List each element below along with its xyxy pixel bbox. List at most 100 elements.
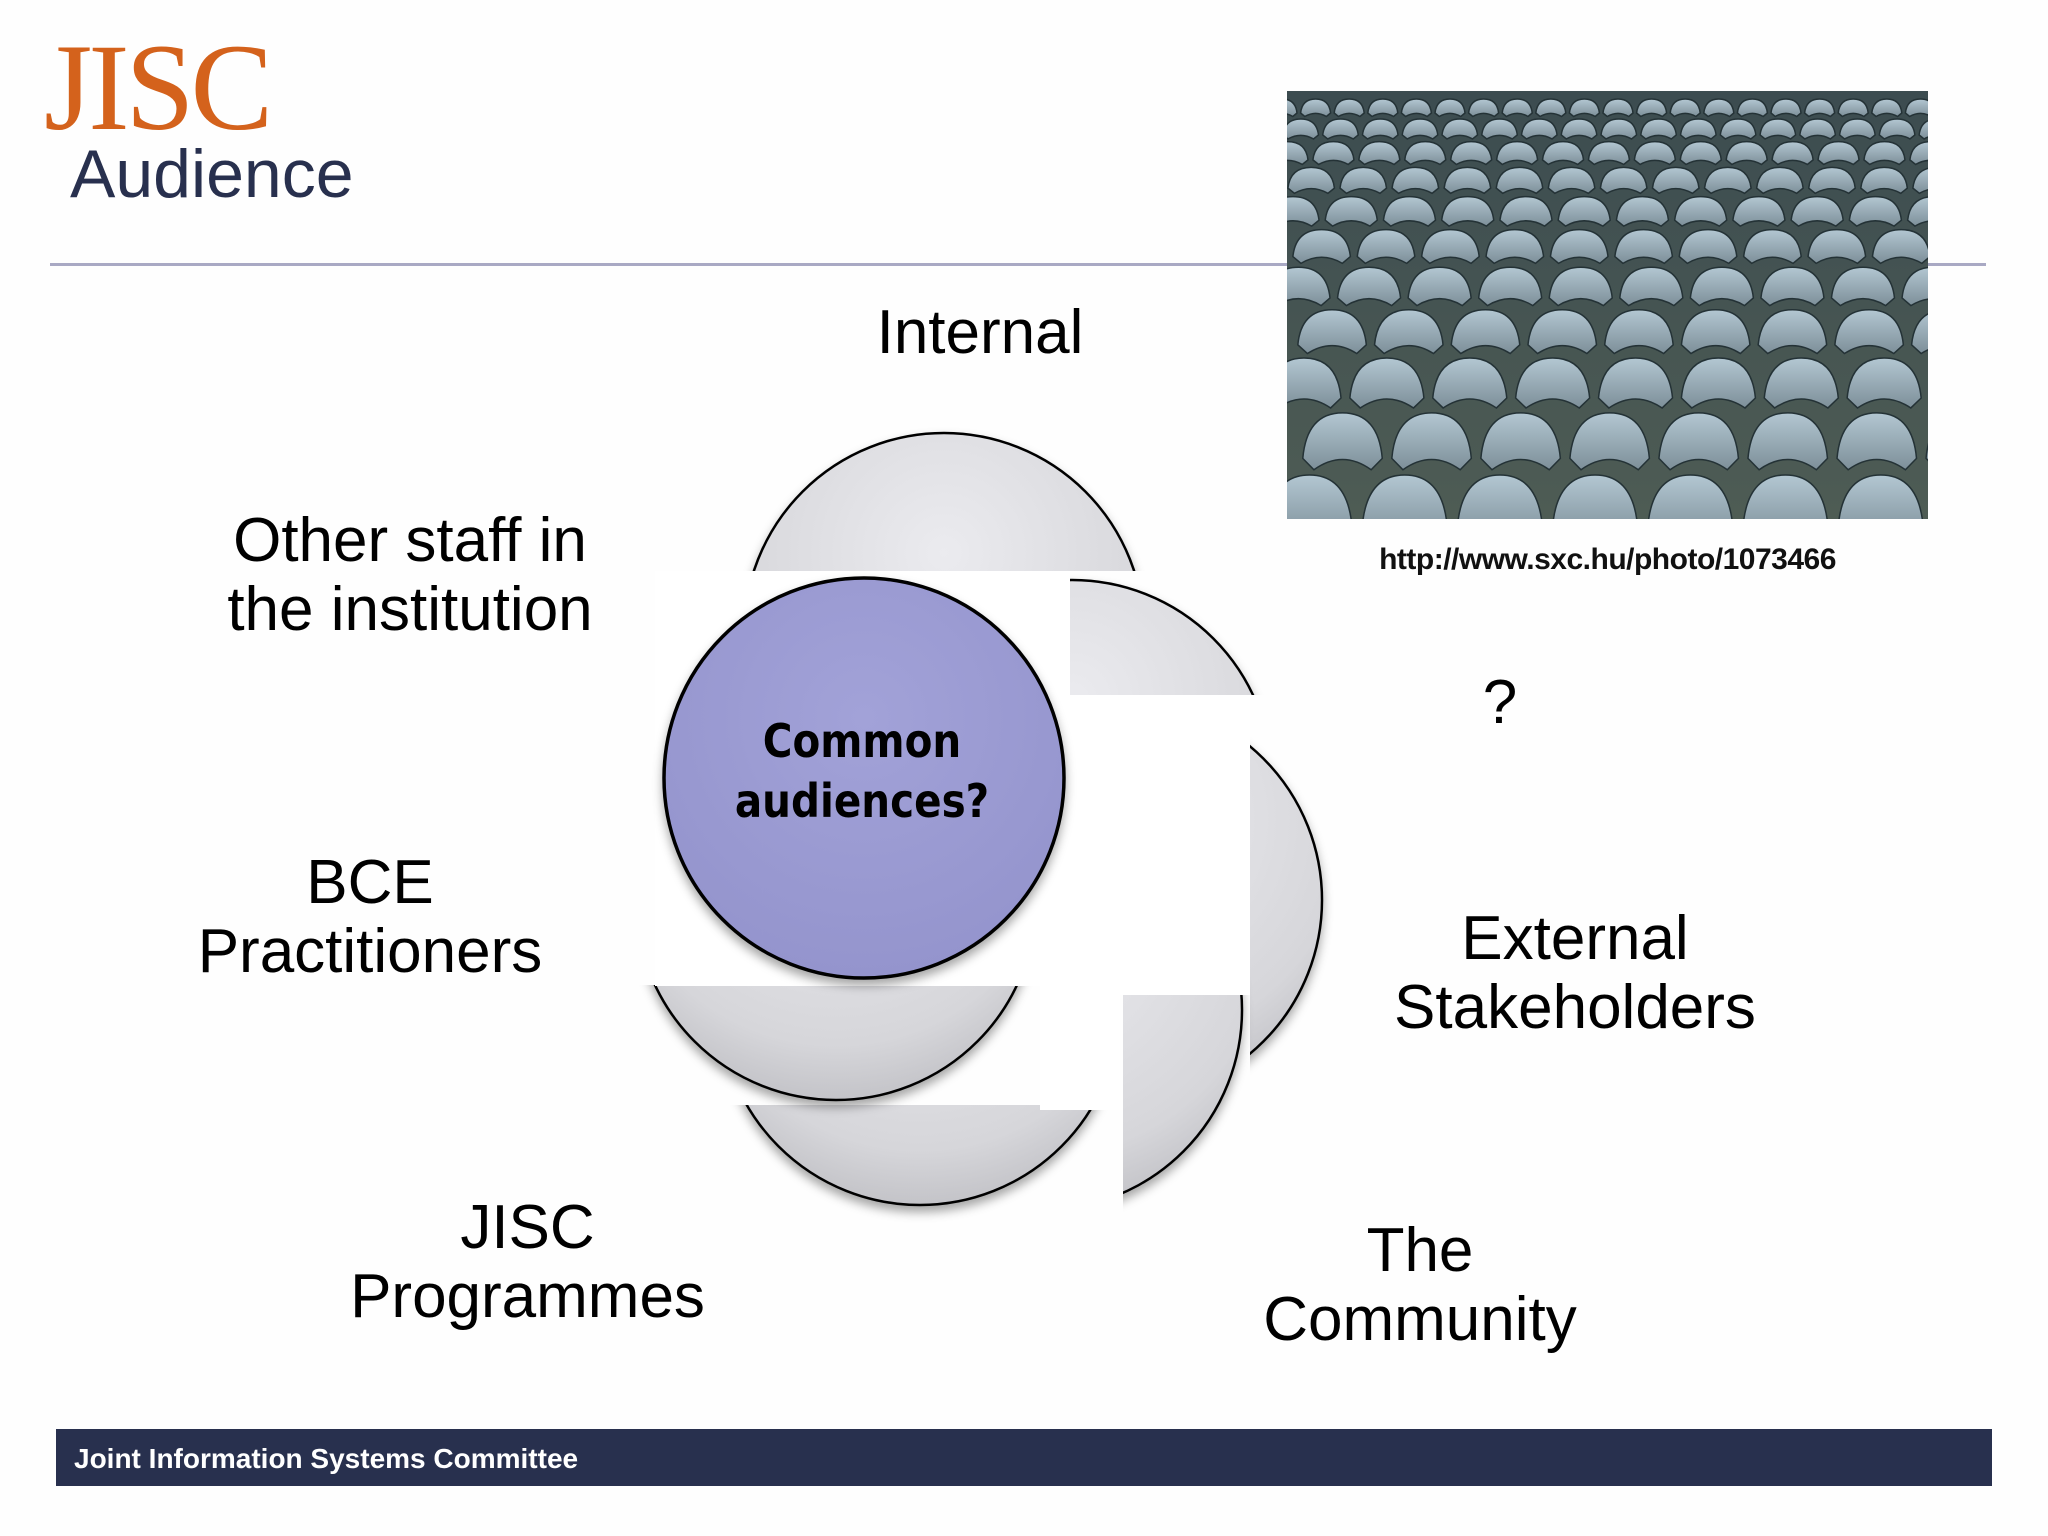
stadium-seat (1803, 98, 1836, 118)
stadium-seat (1401, 118, 1439, 140)
stadium-seat (1339, 166, 1388, 195)
stadium-seat (1863, 140, 1906, 166)
petal-top (752, 431, 1136, 571)
stadium-seat (1906, 196, 1928, 228)
stadium-seat (1871, 98, 1903, 118)
stadium-seat (1548, 266, 1614, 307)
stadium-seat (1312, 140, 1355, 166)
stadium-seat (1689, 266, 1755, 307)
stadium-seat (1838, 474, 1924, 519)
stadium-seat (1760, 266, 1825, 307)
label-internal: Internal (876, 298, 1084, 367)
stadium-seat (1909, 141, 1928, 166)
stadium-seat (1912, 167, 1928, 195)
stadium-seat (1495, 166, 1544, 195)
stadium-seat (1287, 266, 1331, 307)
stadium-seat (1440, 195, 1495, 228)
stadium-seat (1382, 195, 1437, 228)
slide-title: Audience (70, 136, 354, 212)
label-jisc-programmes: JISC Programmes (350, 1193, 705, 1332)
stadium-seat (1790, 195, 1844, 228)
stadium-seats-photo (1287, 91, 1928, 519)
stadium-seat (1807, 228, 1867, 265)
photo-credit-url[interactable]: http://www.sxc.hu/photo/1073466 (1379, 543, 1836, 576)
stadium-seat (1287, 195, 1320, 228)
stadium-seat (1336, 266, 1402, 307)
petal-upper-right (1070, 578, 1255, 695)
stadium-seat (1287, 357, 1342, 409)
stadium-seat (1324, 195, 1379, 228)
stadium-seat (1541, 140, 1585, 166)
petal-left (653, 985, 1019, 1102)
stadium-seat (1480, 118, 1519, 140)
diagram-panel (1070, 695, 1250, 995)
stadium-seat (1547, 166, 1596, 195)
stadium-seat (1391, 412, 1473, 471)
stadium-seat (1640, 118, 1678, 140)
diagram-panel (1040, 985, 1120, 1110)
stadium-seat (1495, 140, 1539, 166)
stadium-seat (1499, 195, 1553, 228)
stadium-seat (1361, 118, 1399, 140)
stadium-seat (1321, 118, 1360, 140)
stadium-seat (1719, 118, 1757, 140)
stadium-seat (1925, 442, 1928, 462)
stadium-seat (1560, 118, 1598, 140)
stadium-seat (1362, 474, 1448, 519)
stadium-seat (1807, 166, 1857, 195)
stadium-seat (1480, 412, 1562, 471)
label-external-stakeholders: External Stakeholders (1394, 904, 1756, 1043)
stadium-seat (1848, 195, 1903, 228)
stadium-seat (1333, 98, 1365, 118)
stadium-seat (1485, 228, 1545, 265)
stadium-seat (1552, 474, 1638, 519)
stadium-seat (1367, 98, 1399, 118)
stadium-seat (1287, 140, 1309, 166)
stadium-seat (1673, 195, 1728, 228)
petal-right (1250, 744, 1324, 1056)
stadium-seat (1837, 98, 1869, 118)
stadium-seat (1434, 98, 1466, 118)
stadium-seat (1600, 118, 1638, 140)
stadium-seat (1846, 357, 1922, 409)
stadium-seat (1287, 118, 1320, 140)
stadium-seat (1725, 140, 1768, 166)
stadium-seat (1703, 166, 1752, 195)
header-divider (50, 263, 1986, 266)
stadium-seat (1568, 98, 1601, 118)
stadium-seat (1373, 309, 1444, 355)
footer-bar: Joint Information Systems Committee (56, 1429, 1992, 1486)
stadium-seat (1407, 266, 1472, 307)
stadium-seat (1287, 98, 1298, 118)
stadium-seat (1736, 98, 1769, 118)
stadium-seat (1817, 140, 1860, 166)
petal-bottom (745, 1105, 1095, 1207)
stadium-seat (1679, 140, 1723, 166)
stadium-seat (1391, 166, 1440, 195)
stadium-seat (1301, 412, 1384, 471)
stadium-seat (1467, 98, 1500, 118)
stadium-seat (1759, 118, 1797, 140)
label-the-community: The Community (1263, 1216, 1577, 1355)
stadium-seat (1904, 98, 1928, 118)
stadium-seat (1871, 228, 1928, 265)
stadium-seat (1771, 140, 1814, 166)
stadium-seat (1403, 140, 1447, 166)
stadium-seat (1569, 412, 1651, 471)
stadium-seat (1614, 228, 1674, 265)
stadium-seat (1860, 166, 1909, 195)
stadium-seat (1619, 266, 1684, 307)
stadium-seat (1757, 309, 1828, 355)
stadium-seat (1449, 140, 1493, 166)
stadium-seat (1743, 474, 1828, 519)
stadium-seat (1755, 166, 1804, 195)
stadium-seat (1669, 98, 1701, 118)
stadium-seat (1477, 266, 1543, 307)
stadium-seat (1520, 118, 1558, 140)
stadium-seat (1599, 166, 1648, 195)
stadium-seat (1878, 118, 1916, 140)
footer-text: Joint Information Systems Committee (74, 1443, 579, 1474)
stadium-seat (1287, 474, 1352, 519)
stadium-seat (1358, 140, 1401, 166)
stadium-seat (1732, 195, 1786, 228)
